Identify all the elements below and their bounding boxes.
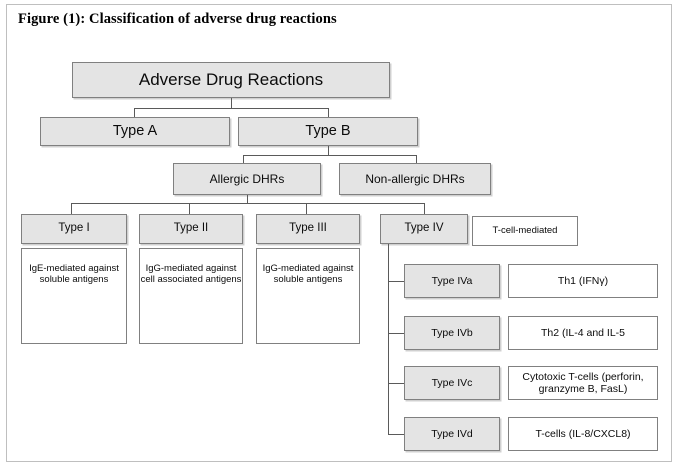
connector-root-bar — [134, 108, 328, 109]
node-type-ivb[interactable]: Type IVb — [404, 316, 500, 350]
node-type-iii[interactable]: Type III — [256, 214, 360, 244]
node-type-iv[interactable]: Type IV — [380, 214, 468, 244]
connector-root-to-type-a — [134, 108, 135, 117]
figure-title: Figure (1): Classification of adverse dr… — [18, 11, 337, 27]
node-type-i[interactable]: Type I — [21, 214, 127, 244]
connector-type-iv-trunk — [388, 244, 389, 434]
desc-type-i: IgE-mediated against soluble antigens — [21, 248, 127, 344]
mediator-type-ivb: Th2 (IL-4 and IL-5 — [508, 316, 658, 350]
desc-type-iii: IgG-mediated against soluble antigens — [256, 248, 360, 344]
connector-type-iv-to-iva — [388, 281, 404, 282]
node-type-b[interactable]: Type B — [238, 117, 418, 146]
connector-allergic-to-type-i — [71, 203, 72, 214]
connector-type-b-to-allergic — [243, 155, 244, 163]
node-type-a[interactable]: Type A — [40, 117, 230, 146]
connector-type-b-stem — [328, 146, 329, 155]
node-t-cell-mediated-annotation: T-cell-mediated — [472, 216, 578, 246]
node-adverse-drug-reactions[interactable]: Adverse Drug Reactions — [72, 62, 390, 98]
mediator-type-ivc: Cytotoxic T-cells (perforin, granzyme B,… — [508, 366, 658, 400]
node-type-iva[interactable]: Type IVa — [404, 264, 500, 298]
node-non-allergic-dhrs[interactable]: Non-allergic DHRs — [339, 163, 491, 195]
node-type-ivd[interactable]: Type IVd — [404, 417, 500, 451]
desc-type-ii: IgG-mediated against cell associated ant… — [139, 248, 243, 344]
connector-allergic-to-type-ii — [189, 203, 190, 214]
connector-allergic-stem — [247, 195, 248, 203]
connector-type-iv-to-ivc — [388, 383, 404, 384]
connector-type-iv-to-ivd — [388, 434, 404, 435]
connector-type-b-bar — [243, 155, 416, 156]
connector-type-iv-to-ivb — [388, 333, 404, 334]
connector-allergic-to-type-iii — [306, 203, 307, 214]
connector-root-to-type-b — [328, 108, 329, 117]
connector-allergic-bar — [71, 203, 424, 204]
mediator-type-ivd: T-cells (IL-8/CXCL8) — [508, 417, 658, 451]
node-type-ii[interactable]: Type II — [139, 214, 243, 244]
node-type-ivc[interactable]: Type IVc — [404, 366, 500, 400]
connector-root-stem — [231, 98, 232, 108]
mediator-type-iva: Th1 (IFNγ) — [508, 264, 658, 298]
connector-type-b-to-nonallergic — [416, 155, 417, 163]
node-allergic-dhrs[interactable]: Allergic DHRs — [173, 163, 321, 195]
connector-allergic-to-type-iv — [424, 203, 425, 214]
